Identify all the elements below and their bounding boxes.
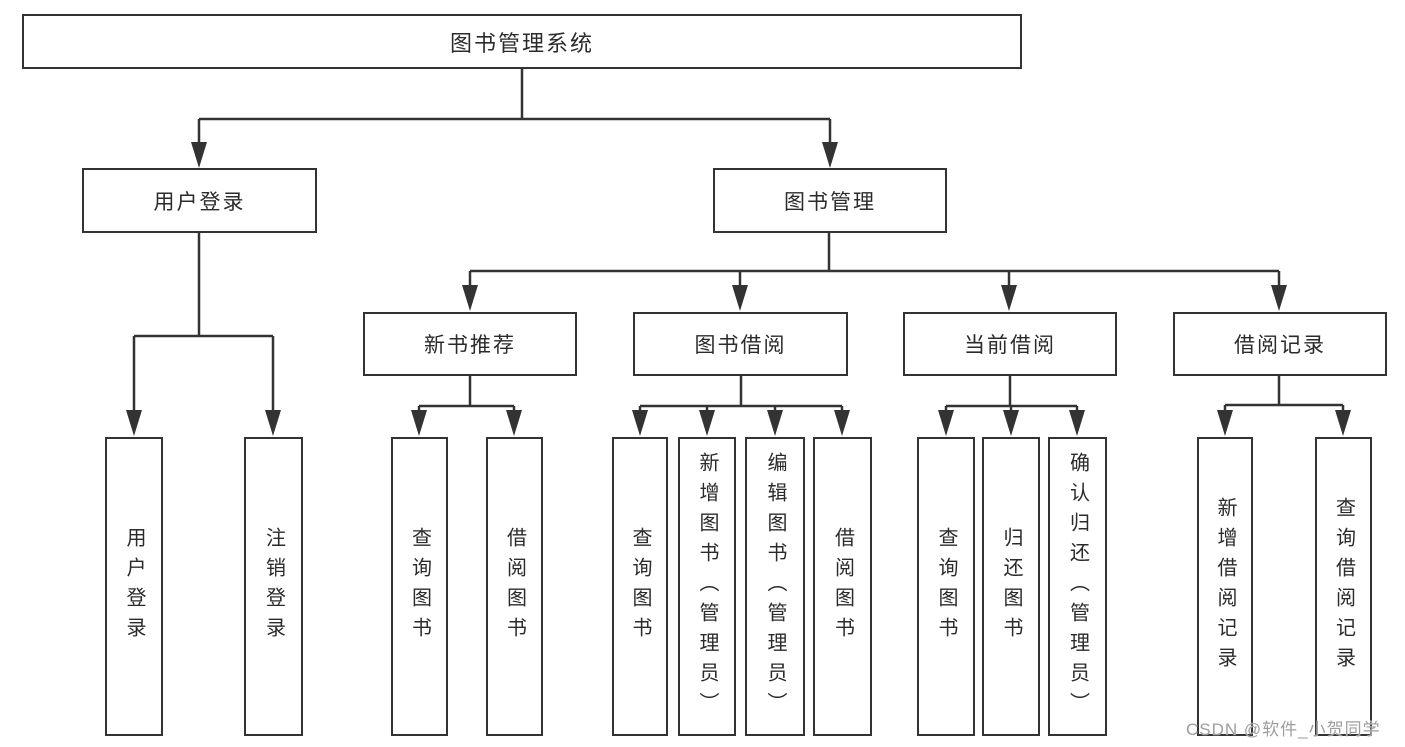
leaf-borrow-book-2: 借阅图书 [813, 437, 872, 736]
leaf-query-book-1-label: 查询图书 [408, 526, 431, 647]
watermark-text: CSDN @软件_小贺同学 [1186, 720, 1381, 739]
leaf-query-book-3: 查询图书 [917, 437, 975, 736]
current-borrow-label: 当前借阅 [964, 334, 1056, 357]
leaf-query-book-3-label: 查询图书 [935, 526, 957, 647]
leaf-add-book-admin: 新增图书（管理员） [678, 437, 736, 736]
root-box-library-system: 图书管理系统 [22, 14, 1022, 69]
leaf-user-login: 用户登录 [105, 437, 163, 736]
box-new-book-recommend: 新书推荐 [363, 312, 577, 376]
leaf-borrow-book-1-label: 借阅图书 [503, 526, 526, 647]
book-management-label: 图书管理 [784, 190, 876, 214]
leaf-add-borrow-record-label: 新增借阅记录 [1214, 496, 1236, 677]
box-borrow-record: 借阅记录 [1173, 312, 1387, 376]
leaf-borrow-book-1: 借阅图书 [486, 437, 543, 736]
leaf-query-book-2-label: 查询图书 [629, 526, 651, 647]
borrow-record-label: 借阅记录 [1234, 334, 1326, 357]
leaf-confirm-return-admin: 确认归还（管理员） [1048, 437, 1107, 736]
root-label: 图书管理系统 [449, 30, 594, 56]
leaf-query-book-2: 查询图书 [612, 437, 668, 736]
leaf-add-borrow-record: 新增借阅记录 [1197, 437, 1253, 736]
leaf-query-borrow-record: 查询借阅记录 [1315, 437, 1372, 736]
leaf-borrow-book-2-label: 借阅图书 [831, 526, 854, 647]
leaf-confirm-return-admin-label: 确认归还（管理员） [1066, 451, 1089, 722]
leaf-add-book-admin-label: 新增图书（管理员） [696, 451, 718, 722]
box-book-management: 图书管理 [713, 168, 947, 233]
leaf-return-book-label: 归还图书 [1000, 526, 1022, 647]
leaf-edit-book-admin-label: 编辑图书（管理员） [764, 451, 786, 722]
leaf-edit-book-admin: 编辑图书（管理员） [745, 437, 805, 736]
box-current-borrow: 当前借阅 [903, 312, 1117, 376]
box-user-login-group: 用户登录 [82, 168, 317, 233]
leaf-logout-label: 注销登录 [262, 526, 285, 647]
leaf-query-borrow-record-label: 查询借阅记录 [1332, 496, 1355, 677]
user-login-group-label: 用户登录 [153, 190, 246, 214]
book-borrow-label: 图书借阅 [694, 334, 787, 357]
leaf-user-login-label: 用户登录 [123, 526, 145, 647]
leaf-query-book-1: 查询图书 [391, 437, 448, 736]
leaf-logout: 注销登录 [244, 437, 303, 736]
box-book-borrow: 图书借阅 [633, 312, 848, 376]
leaf-return-book: 归还图书 [982, 437, 1040, 736]
new-book-recommend-label: 新书推荐 [424, 334, 516, 357]
